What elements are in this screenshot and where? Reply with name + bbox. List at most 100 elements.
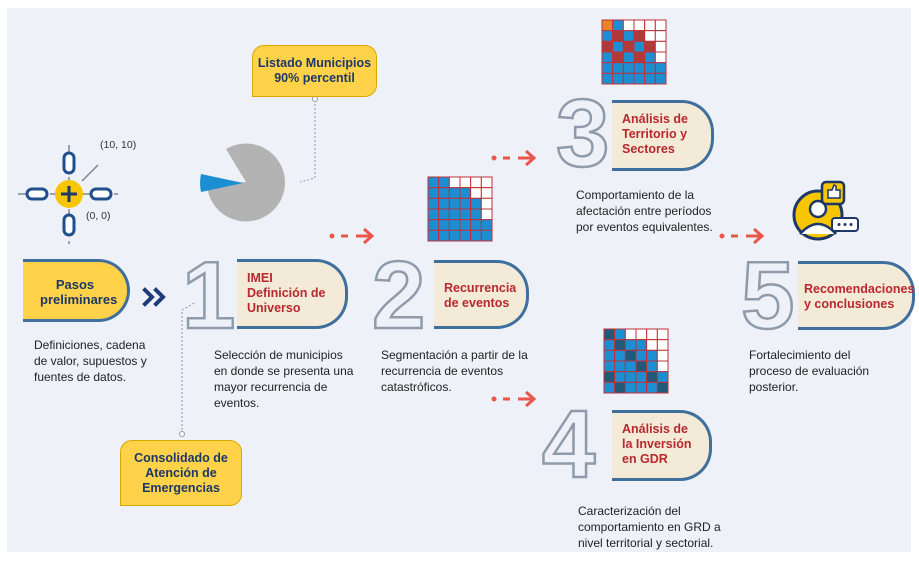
step-2-pill: Recurrencia de eventos — [434, 260, 529, 329]
step-1-number: 1 — [181, 242, 237, 349]
title-line: en GDR — [622, 452, 668, 466]
step-1-title: IMEI Definición de Universo — [247, 271, 325, 316]
grid-cell — [614, 328, 626, 341]
grid-cell — [614, 360, 626, 373]
grid-cell — [427, 219, 440, 231]
grid-cell — [603, 360, 616, 373]
grid-cell — [448, 208, 461, 221]
step-preliminares-desc: Definiciones, cadena de valor, supuestos… — [34, 337, 147, 385]
title-line: Definición de — [247, 286, 326, 300]
desc-line: recurrencia de eventos — [381, 364, 504, 378]
dotted-arrow-icon — [329, 149, 765, 408]
grid-cell — [622, 40, 635, 53]
grid-cell — [624, 381, 637, 394]
callout-line: Emergencias — [142, 481, 220, 495]
grid-cell — [438, 229, 450, 242]
grid-cell — [601, 30, 614, 42]
grid-cell — [654, 40, 667, 53]
step-2-desc: Segmentación a partir de la recurrencia … — [381, 347, 528, 395]
desc-line: Fortalecimiento del — [749, 348, 851, 362]
grid-cell — [624, 371, 637, 383]
grid-cell — [635, 381, 648, 394]
grid-cell — [470, 187, 482, 199]
grid-cell — [470, 219, 482, 231]
title-line: Análisis de — [622, 422, 688, 436]
grid-cell — [654, 19, 667, 32]
grid-cell — [480, 176, 493, 189]
desc-line: Segmentación a partir de la — [381, 348, 528, 362]
grid-cell — [459, 197, 472, 210]
grid-cell — [480, 187, 493, 199]
grid-cell — [427, 229, 440, 242]
grid-cell — [470, 208, 482, 221]
title-line: Recurrencia — [444, 281, 517, 295]
callout-line: Consolidado de — [134, 451, 228, 465]
grid-cell — [427, 197, 440, 210]
grid-cell — [656, 328, 669, 341]
grid-cell — [646, 349, 658, 362]
step-5-number: 5 — [740, 242, 796, 349]
callout-line: Listado Municipios — [257, 56, 372, 70]
grid-cell — [656, 349, 669, 362]
grid-cell — [614, 371, 626, 383]
title-line: Territorio y — [622, 127, 688, 141]
grid-cell — [622, 30, 635, 42]
desc-line: por eventos equivalentes. — [576, 220, 713, 234]
grid-cell — [480, 229, 493, 242]
step-preliminares-title: Pasos preliminares — [40, 277, 118, 307]
coord-label-origin: (0, 0) — [86, 210, 111, 222]
coord-label-top-right: (10, 10) — [100, 139, 137, 151]
step-4-title: Análisis de la Inversión en GDR — [622, 422, 691, 467]
grid-map-icon — [427, 176, 493, 242]
grid-cell — [448, 219, 461, 231]
grid-cell — [622, 72, 635, 85]
grid-cell — [612, 62, 624, 74]
desc-line: comportamiento en GRD a — [578, 520, 721, 534]
grid-cell — [603, 328, 616, 341]
grid-cell — [633, 62, 646, 74]
grid-cell — [614, 349, 626, 362]
title-line: Universo — [247, 301, 301, 315]
desc-line: en donde se presenta una — [214, 364, 354, 378]
grid-cell — [459, 187, 472, 199]
grid-cell — [633, 30, 646, 42]
title-line: la Inversión — [622, 437, 692, 451]
grid-cell — [633, 72, 646, 85]
grid-cell — [470, 229, 482, 242]
grid-cell — [635, 328, 648, 341]
grid-cell — [654, 72, 667, 85]
desc-line: de valor, supuestos y — [34, 354, 147, 368]
grid-cell — [438, 176, 450, 189]
title-line: Análisis de — [622, 112, 688, 126]
grid-cell — [459, 229, 472, 242]
pie-chart-icon — [200, 143, 285, 222]
grid-cell — [427, 208, 440, 221]
step-3-title: Análisis de Territorio y Sectores — [622, 112, 688, 157]
step-4-desc: Caracterización del comportamiento en GR… — [578, 503, 721, 551]
callout-connectors — [181, 100, 316, 434]
grid-cell — [644, 51, 656, 64]
grid-cell — [603, 349, 616, 362]
desc-line: fuentes de datos. — [34, 370, 127, 384]
grid-cell — [603, 339, 616, 351]
grid-cell — [612, 40, 624, 53]
grid-cell — [601, 51, 614, 64]
title-line: Recomendaciones — [804, 282, 915, 296]
grid-cell — [644, 72, 656, 85]
grid-cell — [635, 349, 648, 362]
callout-line: 90% percentil — [274, 71, 355, 85]
desc-line: eventos. — [214, 396, 260, 410]
step-1-pill: IMEI Definición de Universo — [237, 259, 348, 329]
callout-line: Atención de — [145, 466, 217, 480]
grid-cell — [480, 208, 493, 221]
desc-line: catastróficos. — [381, 380, 452, 394]
grid-cell — [646, 371, 658, 383]
grid-cell — [480, 219, 493, 231]
grid-cell — [470, 197, 482, 210]
coordinate-origin-icon — [18, 145, 118, 244]
grid-cell — [656, 381, 669, 394]
user-feedback-icon — [792, 180, 859, 241]
grid-cell — [601, 40, 614, 53]
grid-cell — [622, 19, 635, 32]
